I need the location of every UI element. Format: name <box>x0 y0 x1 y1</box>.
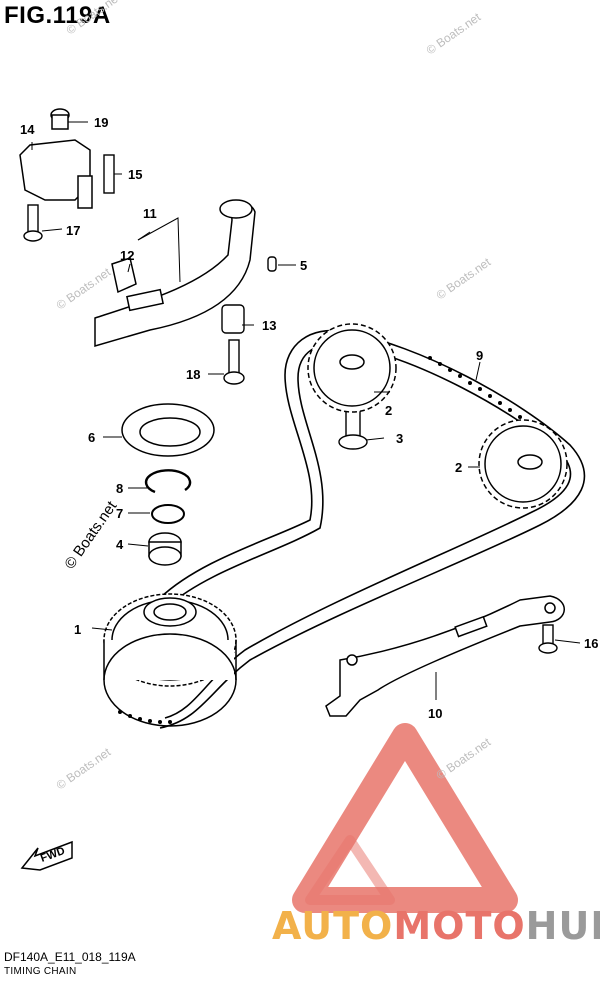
part-label-7: 7 <box>116 506 123 521</box>
watermark: © Boats.net <box>424 10 484 58</box>
part-label-13: 13 <box>262 318 276 333</box>
part-label-16: 16 <box>584 636 598 651</box>
circlip <box>144 469 192 494</box>
camshaft-sprocket-lower <box>478 419 568 509</box>
part-label-19: 19 <box>94 115 108 130</box>
part-label-12: 12 <box>120 248 134 263</box>
bolts <box>23 154 558 654</box>
watermark: © Boats.net <box>61 497 120 572</box>
part-label-1: 1 <box>74 622 81 637</box>
part-label-10: 10 <box>428 706 442 721</box>
watermark: © Boats.net <box>54 745 114 793</box>
part-label-3: 3 <box>396 431 403 446</box>
leader-lines <box>31 121 581 700</box>
logo-triangle-icon <box>292 723 518 913</box>
o-ring <box>151 504 185 524</box>
figure-title: FIG.119A <box>4 2 111 29</box>
logo-auto: AUTO <box>272 904 394 948</box>
chain-tensioner-body <box>19 108 93 209</box>
part-label-14: 14 <box>20 122 35 137</box>
oil-seal <box>121 403 215 457</box>
figure-code: DF140A_E11_018_119A <box>4 950 136 964</box>
part-label-5: 5 <box>300 258 307 273</box>
logo-text: AUTOMOTOHUB <box>272 904 600 948</box>
part-label-11: 11 <box>143 206 157 221</box>
watermark: © Boats.net <box>64 0 124 37</box>
part-label-18: 18 <box>186 367 200 382</box>
camshaft-sprocket-upper <box>307 323 397 413</box>
part-label-6: 6 <box>88 430 95 445</box>
timing-chain <box>159 329 586 729</box>
chain-guide <box>325 595 565 717</box>
chain-tensioner-arm <box>94 199 256 347</box>
figure-subtitle: TIMING CHAIN <box>4 966 77 977</box>
crankshaft-gear <box>103 593 237 727</box>
watermark: © Boats.net <box>54 265 114 313</box>
logo-moto: MOTO <box>393 904 526 948</box>
part-label-2b: 2 <box>455 460 462 475</box>
fwd-arrow-icon: FWD <box>20 840 73 871</box>
part-labels: 1 2 2 3 4 5 6 7 8 9 10 11 12 13 14 15 16… <box>20 115 598 721</box>
bushing <box>148 532 182 566</box>
part-label-2a: 2 <box>385 403 392 418</box>
watermark: © Boats.net <box>434 255 494 303</box>
part-label-8: 8 <box>116 481 123 496</box>
part-label-17: 17 <box>66 223 80 238</box>
watermark: © Boats.net <box>434 735 494 783</box>
logo-hub: HUB <box>525 904 600 948</box>
part-label-4: 4 <box>116 537 124 552</box>
part-label-15: 15 <box>128 167 142 182</box>
part-label-9: 9 <box>476 348 483 363</box>
